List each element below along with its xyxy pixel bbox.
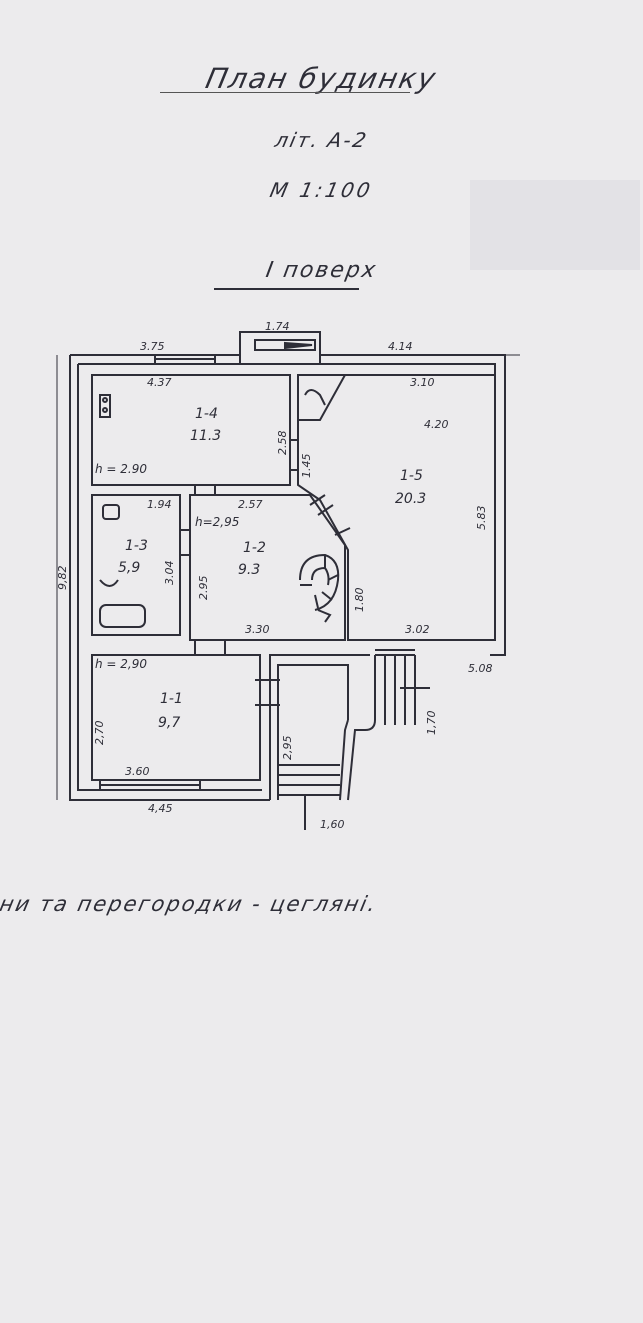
dim-r14-width: 4.37 [147,376,172,389]
bathtub [99,604,146,628]
sink [99,579,119,587]
stove [99,394,111,418]
dim-r13-height: 3.04 [163,561,176,586]
room-1-3-outline [91,494,181,636]
dim-r13-width: 1.94 [147,498,172,511]
dim-porch-height: 1,70 [425,711,438,736]
height-room-1-4: h = 2.90 [95,462,147,476]
room-1-5-area: 20.3 [395,491,426,507]
floor-underline [214,288,359,290]
dim-r12-height: 2.95 [197,576,210,601]
title-underline [160,92,410,93]
materials-note: ни та перегородки - цегляні. [0,892,380,916]
dim-overall-right: 5.08 [468,662,493,675]
toilet [102,504,120,520]
dim-top-right: 4.14 [388,340,413,353]
dim-r14-height: 2.58 [276,431,289,456]
chimney [239,331,321,365]
room-1-1-id: 1-1 [160,691,183,707]
dim-r12-top: 2.57 [238,498,263,511]
dim-stair-side: 1.80 [353,588,366,613]
room-1-2-area: 9.3 [238,562,260,578]
room-1-2-id: 1-2 [243,540,266,556]
height-room-1-2: h=2,95 [195,515,239,529]
height-labels: h = 2.90 h=2,95 h = 2,90 [95,462,239,671]
dim-overall-height: 9,82 [56,566,69,591]
dim-entry-height: 2,95 [281,736,294,761]
dim-top-left: 3.75 [140,340,165,353]
dim-r15-bottom: 3.02 [405,623,430,636]
dim-r15-inner: 4.20 [424,418,449,431]
dim-r11-width: 3.60 [125,765,150,778]
dim-r11-height: 2,70 [93,721,106,746]
dim-bottom-width: 4,45 [148,802,173,815]
dim-r15-height: 5.83 [475,506,488,531]
paper-shadow [470,180,640,270]
room-1-4-outline [91,374,291,486]
room-1-5-id: 1-5 [400,468,423,484]
room-1-3-id: 1-3 [125,538,148,554]
room-labels: 1-4 11.3 1-5 20.3 1-3 5,9 1-2 9.3 1-1 9,… [118,406,426,731]
dim-porch-width: 1,60 [320,818,345,831]
room-1-1-area: 9,7 [158,715,180,731]
room-1-3-area: 5,9 [118,560,140,576]
room-1-4-id: 1-4 [195,406,218,422]
dim-corridor: 1.45 [300,454,313,479]
dim-r15-top: 3.10 [410,376,435,389]
room-1-4-area: 11.3 [190,428,221,444]
dim-top-chimney: 1.74 [265,320,290,333]
walls [56,331,520,830]
dim-r12-bottom: 3.30 [245,623,270,636]
dimension-labels: 3.75 1.74 4.14 4.37 3.10 4.20 1.94 2.57 … [56,320,493,831]
height-room-1-1: h = 2,90 [95,657,147,671]
chimney-flue [254,339,316,351]
